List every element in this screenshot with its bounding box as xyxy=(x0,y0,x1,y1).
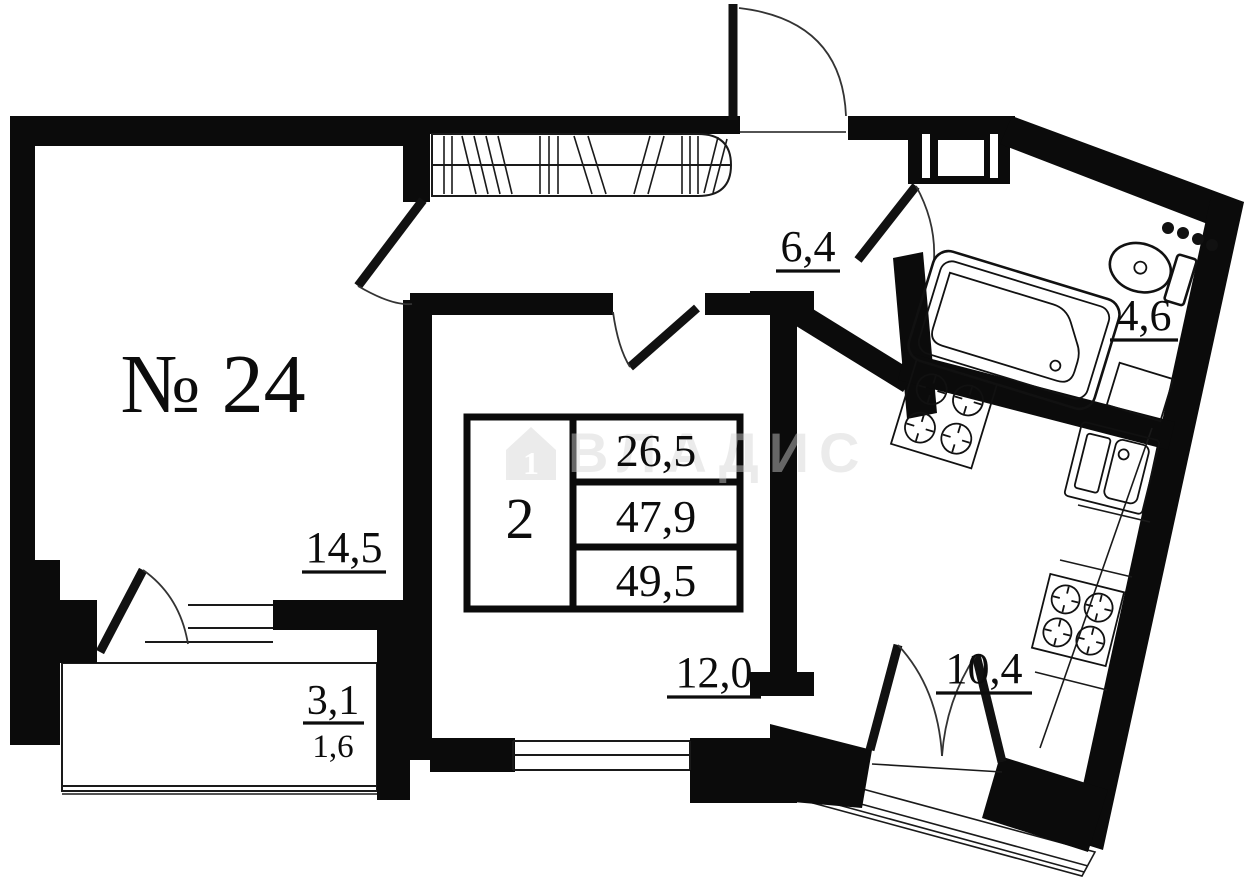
stove-icon xyxy=(889,358,999,470)
door-bathroom xyxy=(854,183,936,263)
balcony-area-label: 3,1 xyxy=(307,678,360,724)
walls xyxy=(10,116,1244,852)
info-floor-space: 47,9 xyxy=(616,491,697,542)
sink-icon xyxy=(1063,421,1161,515)
washbasin-icon xyxy=(1105,361,1175,423)
balcony-reduced-area-label: 1,6 xyxy=(312,729,353,765)
info-living-space: 26,5 xyxy=(616,425,697,476)
bathroom-area-label: 4,6 xyxy=(1117,291,1172,340)
labels: № 24 14,5 3,1 1,6 6,4 12,0 10,4 4,6 2 26… xyxy=(120,222,1178,765)
apartment-number-label: № 24 xyxy=(120,338,305,431)
stove-icon xyxy=(1030,572,1126,668)
watermark-text: ВЛАДИС xyxy=(568,421,869,484)
info-room-count: 2 xyxy=(506,486,535,551)
window-living xyxy=(145,604,273,643)
door-balcony-kitchen xyxy=(865,643,1007,773)
living-area-label: 14,5 xyxy=(306,523,383,572)
towel-rail-icon xyxy=(1162,222,1218,251)
bedroom-area-label: 12,0 xyxy=(676,648,753,697)
watermark: 1 ВЛАДИС xyxy=(506,421,869,484)
toilet-icon xyxy=(1108,241,1198,307)
door-living xyxy=(354,197,427,306)
door-balcony-living xyxy=(96,567,189,655)
kitchen-area-label: 10,4 xyxy=(946,644,1023,693)
vent-shaft-icon xyxy=(922,134,998,178)
watermark-house-icon: 1 xyxy=(523,445,539,481)
door-bedroom xyxy=(612,304,700,371)
info-total-space: 49,5 xyxy=(616,555,697,606)
wardrobe-icon xyxy=(431,133,733,197)
kitchen-counter xyxy=(1034,427,1153,749)
window-bedroom xyxy=(512,740,691,771)
entry-door xyxy=(728,4,847,133)
hall-area-label: 6,4 xyxy=(781,222,836,271)
info-box xyxy=(463,413,744,613)
